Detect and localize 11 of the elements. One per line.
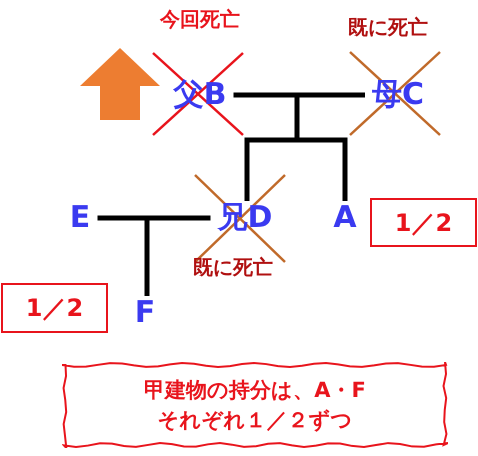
share-fraction: 1／2 bbox=[394, 208, 452, 238]
share-fraction: 1／2 bbox=[26, 293, 84, 324]
share-box bbox=[370, 198, 477, 247]
person-label: E bbox=[70, 203, 90, 233]
status-note: 既に死亡 bbox=[348, 14, 428, 41]
share-box bbox=[1, 283, 108, 333]
note-text: 甲建物の持分は、A・Fそれぞれ１／２ずつ bbox=[143, 376, 367, 434]
status-note: 今回死亡 bbox=[160, 6, 240, 33]
status-note: 既に死亡 bbox=[193, 254, 273, 281]
person-label: F bbox=[134, 298, 156, 328]
person-label: A bbox=[333, 203, 357, 233]
